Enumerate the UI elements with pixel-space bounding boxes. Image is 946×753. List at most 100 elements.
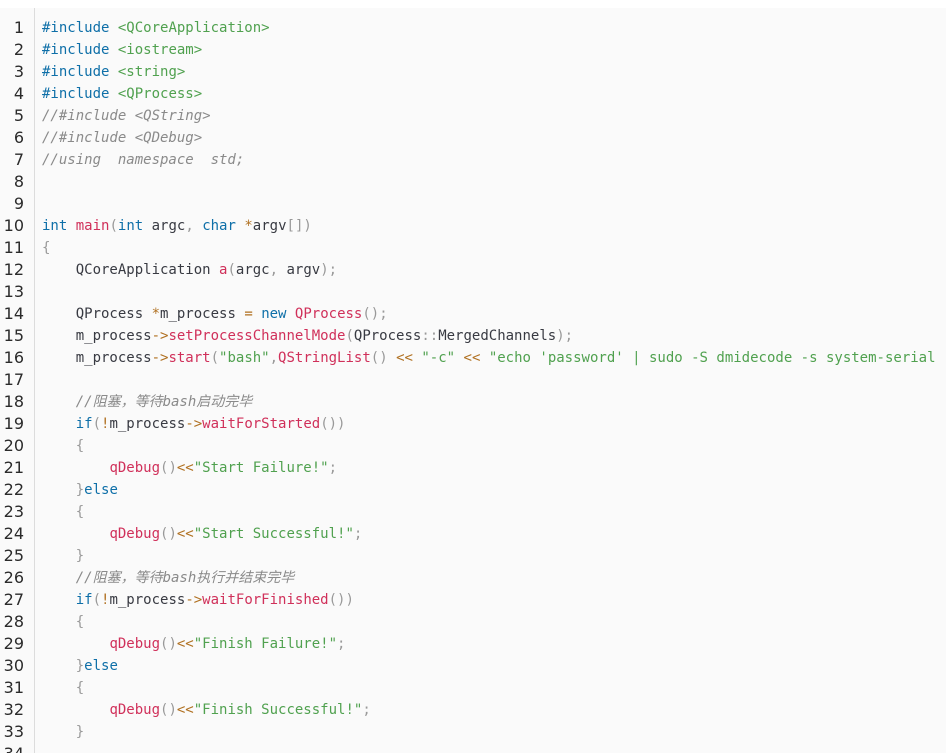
code-token: -> bbox=[151, 328, 169, 344]
line-number: 21 bbox=[3, 458, 24, 477]
code-text: if(!m_process->waitForStarted()) bbox=[42, 413, 346, 435]
line-number: 7 bbox=[13, 150, 24, 169]
code-token bbox=[67, 218, 75, 234]
code-token bbox=[42, 548, 76, 564]
code-line[interactable]: 18 //阻塞，等待bash启动完毕 bbox=[0, 391, 946, 413]
code-line[interactable]: 29 qDebug()<<"Finish Failure!"; bbox=[0, 633, 946, 655]
code-token: "bash" bbox=[219, 350, 270, 366]
code-token: "Finish Successful!" bbox=[193, 702, 363, 718]
code-token: argc bbox=[235, 262, 270, 278]
code-line[interactable]: 25 } bbox=[0, 545, 946, 567]
code-lines: 1#include <QCoreApplication>2#include <i… bbox=[0, 17, 946, 753]
code-token: << bbox=[463, 350, 481, 366]
code-token: () bbox=[160, 460, 177, 476]
code-token: m_process bbox=[42, 350, 152, 366]
code-editor[interactable]: 1#include <QCoreApplication>2#include <i… bbox=[0, 8, 946, 753]
code-token: MergedChannels bbox=[438, 328, 557, 344]
code-token: , bbox=[185, 218, 203, 234]
code-token: } bbox=[75, 482, 85, 498]
code-token bbox=[42, 460, 109, 476]
code-line[interactable]: 26 //阻塞，等待bash执行并结束完毕 bbox=[0, 567, 946, 589]
code-token: QStringList bbox=[278, 350, 371, 366]
code-token: []) bbox=[286, 218, 312, 234]
code-line[interactable]: 33 } bbox=[0, 721, 946, 743]
code-line[interactable]: 3#include <string> bbox=[0, 61, 946, 83]
code-token: start bbox=[168, 350, 211, 366]
code-line[interactable]: 17 bbox=[0, 369, 946, 391]
code-token bbox=[42, 592, 76, 608]
code-text: #include <iostream> bbox=[42, 39, 202, 61]
code-token: qDebug bbox=[109, 526, 161, 542]
code-token: << bbox=[176, 636, 194, 652]
code-line[interactable]: 4#include <QProcess> bbox=[0, 83, 946, 105]
code-token: ( bbox=[227, 262, 236, 278]
code-line[interactable]: 13 bbox=[0, 281, 946, 303]
line-number: 22 bbox=[3, 480, 24, 499]
code-line[interactable]: 21 qDebug()<<"Start Failure!"; bbox=[0, 457, 946, 479]
code-line[interactable]: 19 if(!m_process->waitForStarted()) bbox=[0, 413, 946, 435]
code-token: main bbox=[75, 218, 110, 234]
line-number: 23 bbox=[3, 502, 24, 521]
code-text: { bbox=[42, 611, 84, 633]
code-token: { bbox=[75, 438, 85, 454]
code-token: QProcess bbox=[42, 306, 152, 322]
code-token: m_process bbox=[109, 592, 186, 608]
code-line[interactable]: 23 { bbox=[0, 501, 946, 523]
code-line[interactable]: 7//using namespace std; bbox=[0, 149, 946, 171]
code-text: }else bbox=[42, 655, 118, 677]
code-text: //阻塞，等待bash启动完毕 bbox=[42, 391, 253, 413]
code-token: () bbox=[160, 636, 177, 652]
code-token: QCoreApplication bbox=[42, 262, 220, 278]
code-token: new bbox=[261, 306, 287, 322]
line-number: 28 bbox=[3, 612, 24, 631]
code-token: ! bbox=[101, 592, 110, 608]
code-line[interactable]: 12 QCoreApplication a(argc, argv); bbox=[0, 259, 946, 281]
code-line[interactable]: 24 qDebug()<<"Start Successful!"; bbox=[0, 523, 946, 545]
code-text: int main(int argc, char *argv[]) bbox=[42, 215, 312, 237]
code-token: ( bbox=[92, 416, 102, 432]
code-line[interactable]: 5//#include <QString> bbox=[0, 105, 946, 127]
code-token: , bbox=[269, 350, 279, 366]
code-token bbox=[109, 20, 117, 36]
code-token: <iostream> bbox=[117, 42, 203, 58]
code-token: << bbox=[176, 526, 194, 542]
code-line[interactable]: 6//#include <QDebug> bbox=[0, 127, 946, 149]
code-line[interactable]: 30 }else bbox=[0, 655, 946, 677]
code-line[interactable]: 28 { bbox=[0, 611, 946, 633]
code-token: argc bbox=[143, 218, 186, 234]
code-token: { bbox=[75, 680, 85, 696]
code-token: { bbox=[75, 614, 85, 630]
code-line[interactable]: 11{ bbox=[0, 237, 946, 259]
code-token: = bbox=[244, 306, 253, 322]
line-number: 11 bbox=[3, 238, 24, 257]
code-line[interactable]: 32 qDebug()<<"Finish Successful!"; bbox=[0, 699, 946, 721]
code-token: ()) bbox=[328, 592, 354, 608]
code-line[interactable]: 2#include <iostream> bbox=[0, 39, 946, 61]
line-number: 15 bbox=[3, 326, 24, 345]
code-line[interactable]: 31 { bbox=[0, 677, 946, 699]
code-token: #include bbox=[42, 64, 110, 80]
code-line[interactable]: 15 m_process->setProcessChannelMode(QPro… bbox=[0, 325, 946, 347]
code-text: qDebug()<<"Start Successful!"; bbox=[42, 523, 362, 545]
code-line[interactable]: 1#include <QCoreApplication> bbox=[0, 17, 946, 39]
line-number: 31 bbox=[3, 678, 24, 697]
code-token: <string> bbox=[117, 64, 186, 80]
code-token bbox=[455, 350, 463, 366]
code-token: m_process bbox=[109, 416, 186, 432]
code-line[interactable]: 22 }else bbox=[0, 479, 946, 501]
code-line[interactable]: 34 bbox=[0, 743, 946, 753]
code-line[interactable]: 27 if(!m_process->waitForFinished()) bbox=[0, 589, 946, 611]
code-line[interactable]: 16 m_process->start("bash",QStringList()… bbox=[0, 347, 946, 369]
code-token bbox=[42, 702, 109, 718]
code-line[interactable]: 8 bbox=[0, 171, 946, 193]
code-line[interactable]: 9 bbox=[0, 193, 946, 215]
code-token: <QCoreApplication> bbox=[117, 20, 270, 36]
code-text: { bbox=[42, 501, 84, 523]
code-text: QCoreApplication a(argc, argv); bbox=[42, 259, 337, 281]
code-token: int bbox=[42, 218, 68, 234]
code-token bbox=[42, 416, 76, 432]
code-line[interactable]: 20 { bbox=[0, 435, 946, 457]
line-number: 29 bbox=[3, 634, 24, 653]
code-line[interactable]: 14 QProcess *m_process = new QProcess(); bbox=[0, 303, 946, 325]
